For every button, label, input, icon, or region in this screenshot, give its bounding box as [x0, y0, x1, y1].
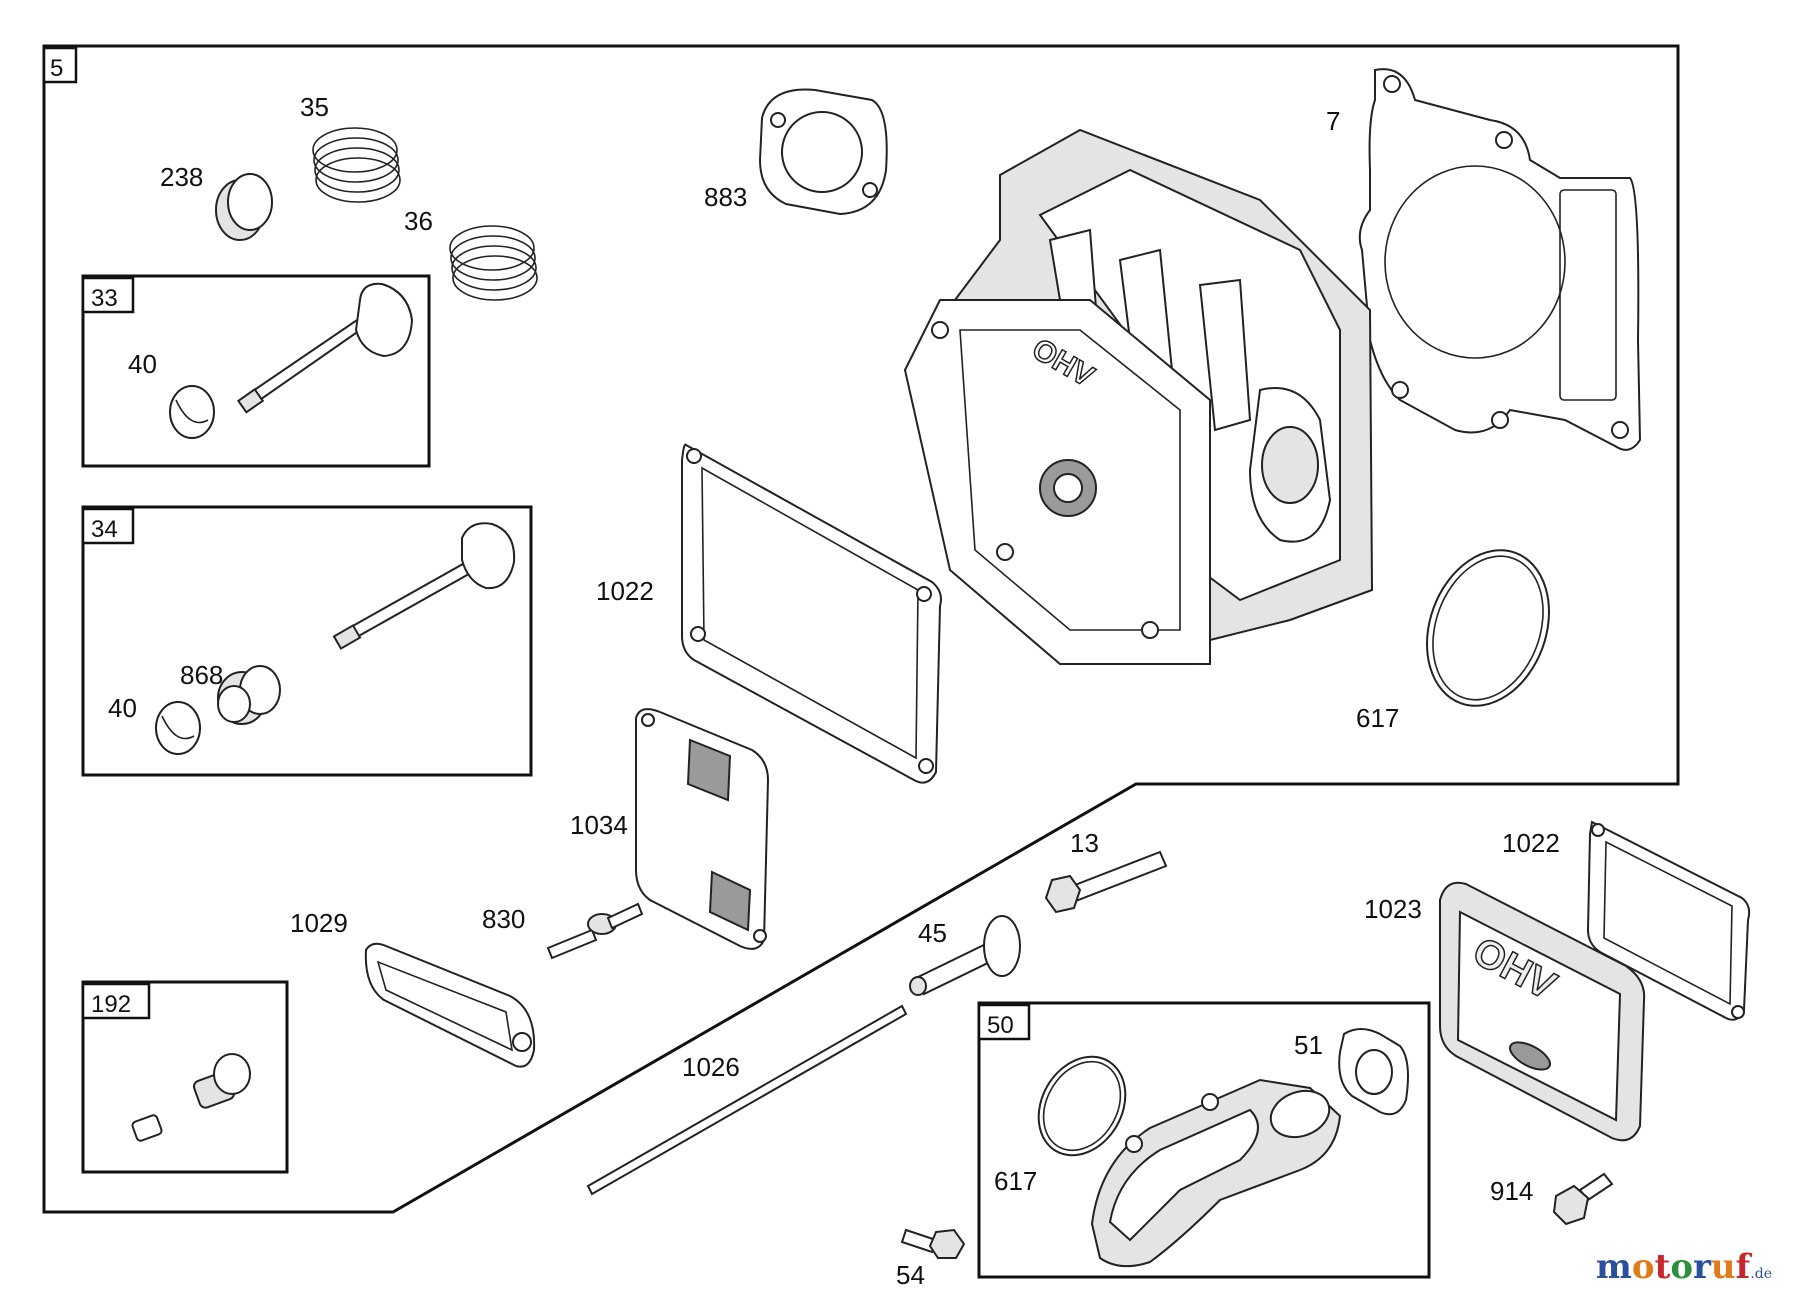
label-617-inner: 617 [1356, 703, 1399, 733]
kit-5-label-box [42, 46, 78, 84]
label-1026: 1026 [682, 1052, 740, 1082]
kit-33-label-box [81, 276, 135, 314]
label-1034: 1034 [570, 810, 628, 840]
motoruf-watermark: motoruf.de [1596, 1247, 1772, 1287]
watermark-suffix: .de [1750, 1266, 1772, 1282]
part-36-spring [449, 225, 538, 301]
label-36: 36 [404, 206, 433, 236]
part-35-spring [312, 127, 401, 203]
watermark-letter-7: f [1735, 1247, 1751, 1287]
part-883-gasket [758, 88, 888, 216]
part-830-stud [546, 902, 644, 960]
part-868-valve-seal [217, 665, 281, 725]
label-13: 13 [1070, 828, 1099, 858]
kit-5-frame [42, 44, 1680, 1214]
part-54-screw [900, 1228, 966, 1259]
label-238: 238 [160, 162, 203, 192]
part-7-head-gasket [1358, 68, 1642, 451]
kit-33-frame [81, 274, 431, 468]
part-617-o-ring-inner [1426, 549, 1550, 707]
kit-50-label-box [977, 1003, 1031, 1041]
kit-192-frame [81, 980, 289, 1174]
label-40-kit33: 40 [128, 349, 157, 379]
label-35: 35 [300, 92, 329, 122]
part-617-o-ring-outer [1037, 1055, 1127, 1157]
part-1034-shield [635, 708, 770, 950]
label-1029: 1029 [290, 908, 348, 938]
part-50-intake-manifold [1090, 1078, 1342, 1268]
cylinder-head: OHV [903, 128, 1374, 666]
watermark-letter-4: o [1670, 1247, 1693, 1287]
kit-33-label: 33 [91, 285, 118, 312]
kit-192-label-box [81, 982, 151, 1020]
part-34-valve [332, 522, 516, 650]
kit-192-label: 192 [91, 991, 131, 1018]
label-617-outer: 617 [994, 1166, 1037, 1196]
part-1029-rocker-arm [364, 942, 536, 1068]
label-45: 45 [918, 918, 947, 948]
label-1023: 1023 [1364, 894, 1422, 924]
watermark-letter-1: m [1595, 1247, 1632, 1287]
part-238-valve-cap [215, 173, 273, 241]
kit-34-frame [81, 505, 533, 777]
label-868: 868 [180, 660, 223, 690]
label-830: 830 [482, 904, 525, 934]
part-1023-rocker-cover: OHV [1439, 881, 1646, 1142]
watermark-letter-6: u [1710, 1247, 1736, 1287]
part-1022-gasket-inner [681, 443, 942, 784]
label-914: 914 [1490, 1176, 1533, 1206]
part-33-valve [236, 282, 414, 414]
part-40-valve-keeper-a [169, 385, 215, 439]
part-192-breather [131, 1053, 251, 1142]
part-40-valve-keeper-b [155, 701, 201, 755]
kit-34-label-box [81, 507, 135, 545]
part-1022-gasket-outer [1586, 820, 1751, 1021]
part-51-gasket [1338, 1028, 1409, 1116]
watermark-letter-2: o [1631, 1247, 1655, 1287]
part-13-bolt [1044, 850, 1168, 914]
part-1026-push-rod [586, 1004, 908, 1196]
kit-34-label: 34 [91, 516, 118, 543]
label-883: 883 [704, 182, 747, 212]
kit-5-label: 5 [50, 55, 63, 82]
watermark-letter-5: r [1693, 1247, 1711, 1287]
label-1022-inner: 1022 [596, 576, 654, 606]
watermark-letter-3: t [1654, 1247, 1671, 1287]
label-40-kit34: 40 [108, 693, 137, 723]
label-54: 54 [896, 1260, 925, 1290]
label-51: 51 [1294, 1030, 1323, 1060]
part-914-screw [1552, 1172, 1614, 1226]
kit-50-frame [977, 1001, 1431, 1279]
label-7: 7 [1326, 106, 1340, 136]
kit-50-label: 50 [987, 1012, 1014, 1039]
label-1022-outer: 1022 [1502, 828, 1560, 858]
part-45-guide [909, 915, 1021, 996]
